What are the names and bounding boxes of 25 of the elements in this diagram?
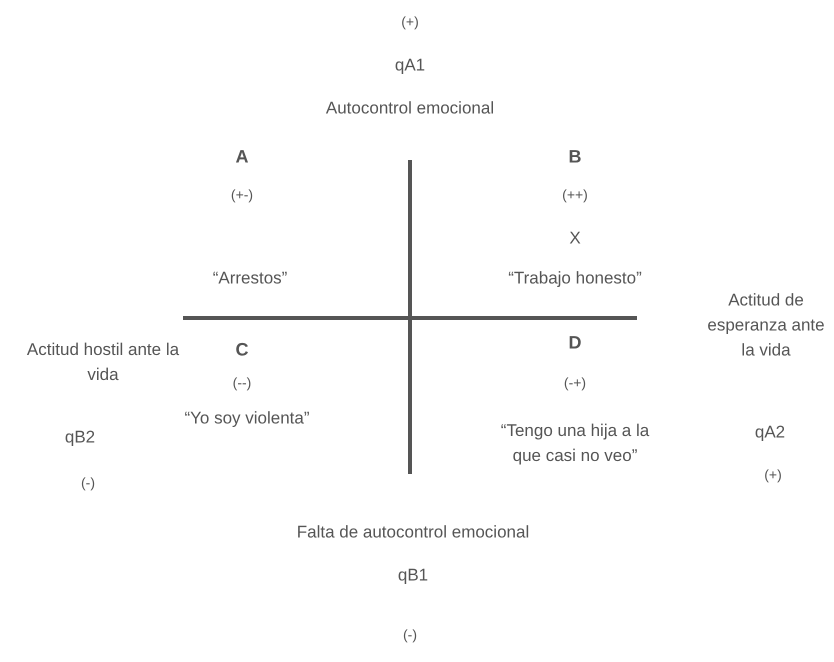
quadrant-letter: C	[234, 338, 250, 362]
sign-label: (-)	[402, 626, 418, 644]
quote-text: “Yo soy violenta”	[183, 408, 311, 430]
quadrant-letter: B	[568, 146, 582, 168]
quote-text: “Trabajo honesto”	[507, 268, 643, 290]
axis-label: qA1	[394, 54, 426, 76]
sign-label: (+)	[400, 12, 420, 32]
axis-label: Falta de autocontrol emocional	[296, 522, 530, 544]
sign-label: (--)	[232, 374, 252, 392]
marker-label: X	[568, 228, 582, 250]
sign-label: (-+)	[562, 374, 588, 392]
axis-label: qB2	[64, 426, 96, 448]
quadrant-letter: A	[234, 146, 250, 168]
axis-label: qB1	[396, 564, 430, 586]
sign-label: (++)	[561, 186, 589, 204]
sign-label: (+-)	[230, 186, 254, 204]
axis-label: Autocontrol emocional	[324, 98, 496, 120]
quote-text: “Tengo una hija a la que casi no veo”	[500, 420, 650, 467]
sign-label: (+)	[763, 466, 783, 484]
quote-text: “Arrestos”	[212, 268, 288, 290]
axis-label: qA2	[754, 422, 786, 444]
axis-label: Actitud de esperanza ante la vida	[706, 290, 826, 362]
sign-label: (-)	[80, 474, 96, 492]
axis-label: Actitud hostil ante la vida	[26, 339, 180, 386]
quadrant-letter: D	[568, 332, 582, 354]
